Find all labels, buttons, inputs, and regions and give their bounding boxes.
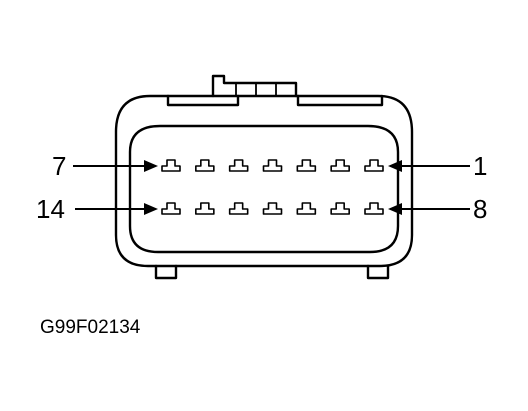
arrow-pin-7 <box>73 160 158 172</box>
terminal-pin-3 <box>296 159 317 172</box>
arrow-pin-8 <box>388 203 470 215</box>
pin-label-7: 7 <box>52 151 66 181</box>
connector-cavity <box>128 124 400 254</box>
terminal-pin-14 <box>161 202 181 215</box>
pin-label-14: 14 <box>36 194 65 224</box>
terminal-pin-8 <box>364 202 384 215</box>
terminal-pin-2 <box>330 159 350 172</box>
terminal-pin-13 <box>195 202 215 215</box>
terminal-pin-10 <box>296 202 317 215</box>
arrow-pin-1 <box>388 160 470 172</box>
terminal-pin-5 <box>228 159 249 172</box>
arrow-pin-14 <box>75 203 158 215</box>
connector-latch <box>166 74 384 107</box>
pin-label-1: 1 <box>473 151 487 181</box>
terminal-pin-9 <box>330 202 350 215</box>
terminal-pins <box>161 159 384 215</box>
pin-label-8: 8 <box>473 194 487 224</box>
terminal-pin-4 <box>262 159 283 172</box>
connector-housing-outer <box>114 94 414 268</box>
terminal-pin-6 <box>195 159 215 172</box>
terminal-pin-12 <box>228 202 249 215</box>
terminal-pin-1 <box>364 159 384 172</box>
connector-foot-right <box>366 264 390 280</box>
terminal-pin-7 <box>161 159 181 172</box>
terminal-pin-11 <box>262 202 283 215</box>
figure-id: G99F02134 <box>40 317 141 338</box>
connector-foot-left <box>154 264 178 280</box>
